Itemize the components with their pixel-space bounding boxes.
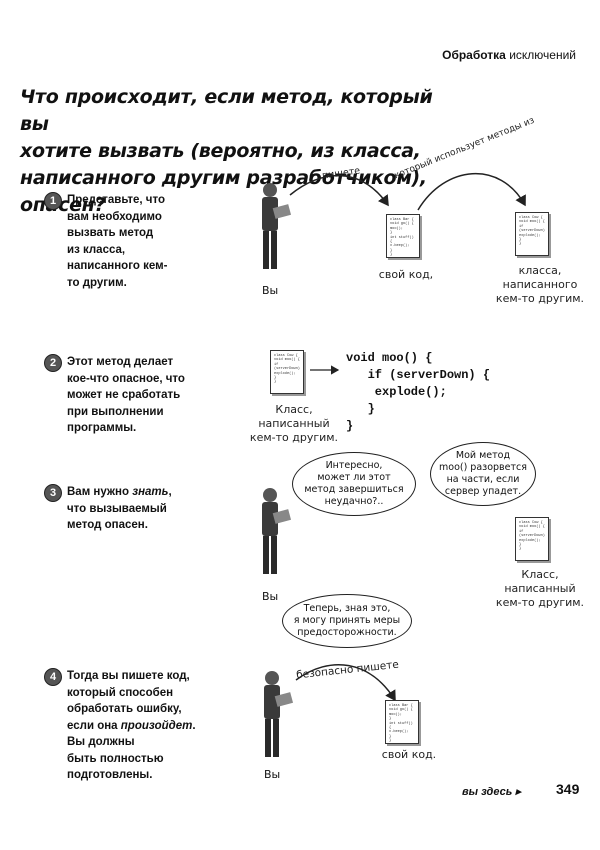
arrow-uses bbox=[417, 172, 526, 211]
safe-code-document: class Bar { void go() { moo(); } int stu… bbox=[385, 700, 419, 744]
class-document-2: class Cow { void moo() { if (serverDown)… bbox=[515, 517, 549, 561]
step-4-badge: 4 bbox=[44, 668, 62, 686]
person-icon bbox=[262, 488, 292, 574]
you-label-2: Вы bbox=[262, 590, 279, 603]
arrow-right-icon: ▸ bbox=[515, 786, 521, 798]
step-3: 3 Вам нужно знать, что вызываемый метод … bbox=[44, 484, 244, 534]
you-label-3: Вы bbox=[264, 768, 281, 781]
page-headline: Что происходит, если метод, который вы х… bbox=[20, 86, 433, 216]
you-label: Вы bbox=[262, 284, 279, 297]
my-code-caption: свой код, bbox=[378, 268, 434, 281]
my-code-document: class Bar { void go() { moo(); } int stu… bbox=[386, 214, 420, 258]
safe-code-caption: свой код. bbox=[381, 748, 437, 761]
other-class-document: class Cow { void moo() { if (serverDown)… bbox=[515, 212, 549, 256]
person-icon bbox=[262, 183, 292, 269]
step-1-badge: 1 bbox=[44, 192, 62, 210]
other-class-caption: класса, написанного кем-то другим. bbox=[495, 264, 585, 305]
class-caption: Класс, написанный кем-то другим. bbox=[249, 403, 339, 444]
step-2: 2 Этот метод делает кое-что опасное, что… bbox=[44, 354, 244, 437]
code-moo: void moo() { if (serverDown) { explode()… bbox=[346, 351, 491, 433]
step-4: 4 Тогда вы пишете код, который способен … bbox=[44, 668, 254, 784]
section-header: Обработка исключений bbox=[442, 48, 576, 62]
footer-you-are-here: вы здесь ▸ bbox=[462, 786, 521, 798]
step-1: 1 Представьте, что вам необходимо вызват… bbox=[44, 192, 244, 291]
step-2-badge: 2 bbox=[44, 354, 62, 372]
person-icon bbox=[264, 671, 294, 757]
arrow-safe bbox=[295, 663, 396, 702]
arrow-writes bbox=[289, 174, 389, 207]
page-number: 349 bbox=[556, 781, 580, 797]
class-caption-2: Класс, написанный кем-то другим. bbox=[495, 568, 585, 609]
step-3-badge: 3 bbox=[44, 484, 62, 502]
class-document: class Cow { void moo() { if (serverDown)… bbox=[270, 350, 304, 394]
